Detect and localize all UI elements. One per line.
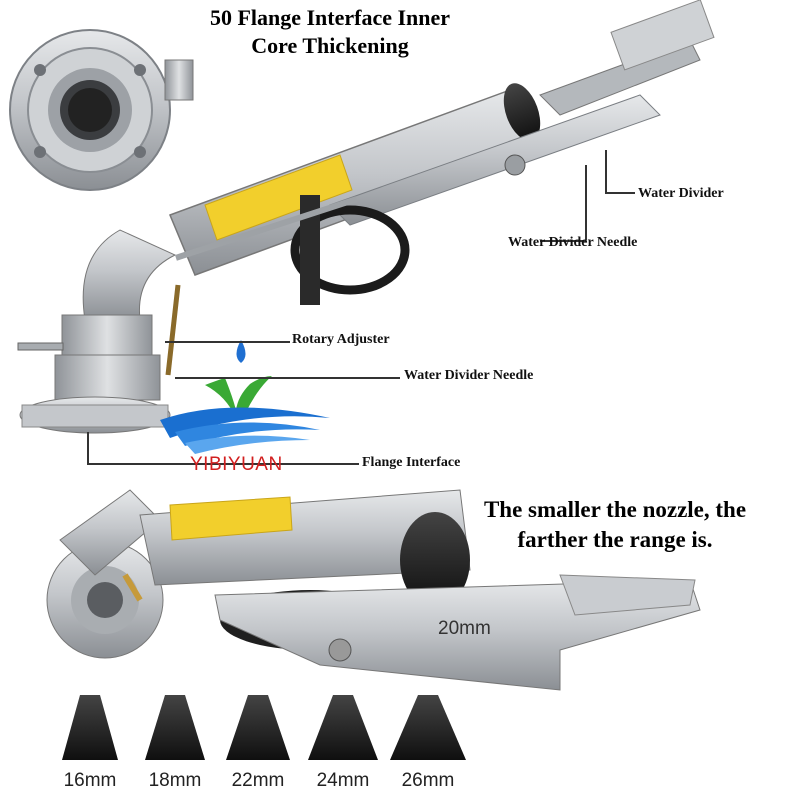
leader-line (605, 150, 607, 192)
callout-water-divider: Water Divider (638, 186, 724, 201)
callout-water-divider-needle-mid: Water Divider Needle (404, 368, 534, 383)
nozzle-size-label: 18mm (148, 770, 202, 791)
flange-inset (9, 29, 194, 191)
callout-water-divider-needle-top: Water Divider Needle (508, 235, 638, 250)
title-line-1: 50 Flange Interface Inner (209, 5, 451, 30)
callout-rotary-adjuster: Rotary Adjuster (292, 332, 390, 347)
leader-line (165, 341, 290, 343)
leader-line (585, 165, 587, 240)
leader-line (175, 377, 400, 379)
nozzle-size-label: 24mm (316, 770, 370, 791)
range-slogan: The smaller the nozzle, the farther the … (430, 495, 800, 555)
nozzle-size-label: 26mm (401, 770, 455, 791)
callout-flange-interface: Flange Interface (362, 455, 461, 470)
nozzle-row (62, 695, 466, 760)
bottom-sprinkler (46, 489, 701, 691)
main-nozzle-size: 20mm (438, 618, 491, 639)
slogan-line-1: The smaller the nozzle, the (483, 497, 747, 522)
nozzle-size-label: 16mm (63, 770, 117, 791)
top-sprinkler (17, 0, 715, 434)
slogan-line-2: farther the range is. (517, 527, 713, 552)
leader-line (605, 192, 635, 194)
leader-line (87, 463, 359, 465)
leader-line (87, 432, 89, 464)
brand-logo-graphic (160, 340, 330, 454)
page-title: 50 Flange Interface Inner Core Thickenin… (150, 4, 510, 60)
nozzle-size-label: 22mm (231, 770, 285, 791)
leader-line (540, 240, 586, 242)
title-line-2: Core Thickening (251, 33, 409, 58)
brand-name: YIBIYUAN (190, 454, 283, 475)
